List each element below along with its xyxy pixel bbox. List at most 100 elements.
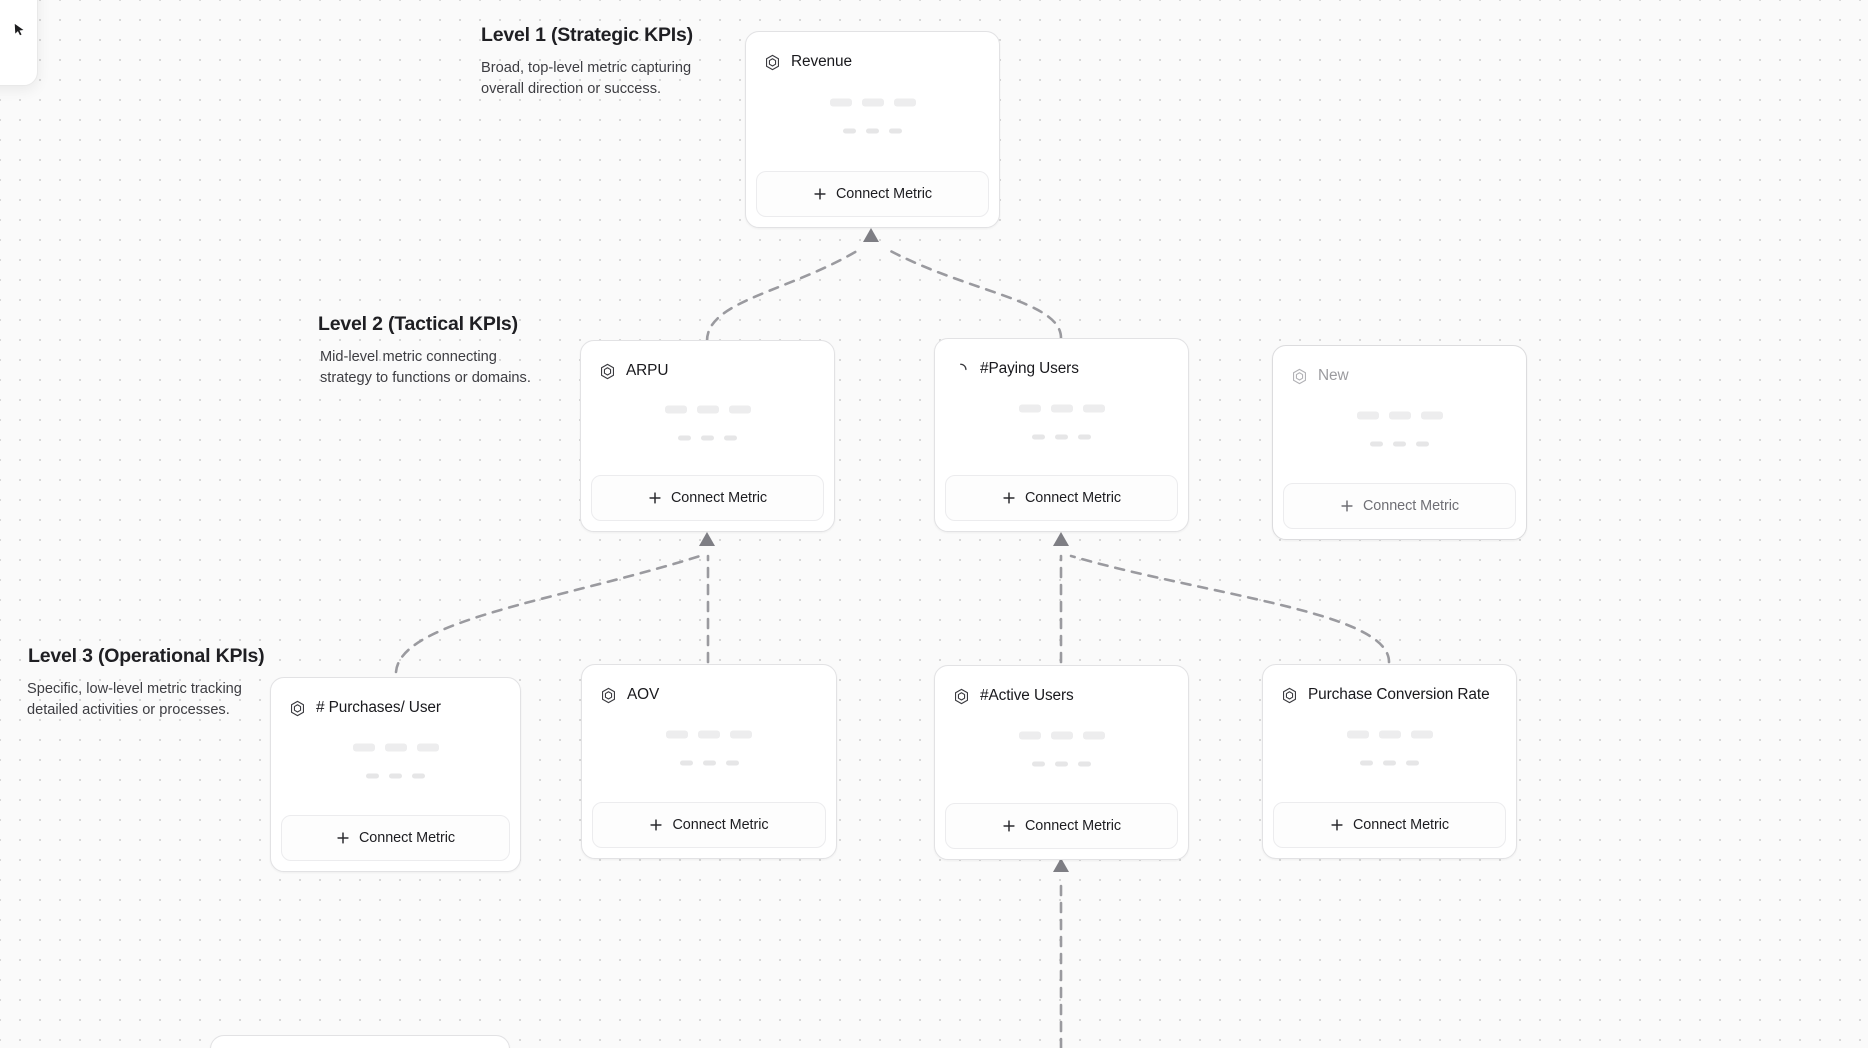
- card-body-skeleton: [1273, 390, 1526, 483]
- skeleton-row-primary: [1018, 731, 1105, 740]
- skeleton-bar: [1346, 730, 1369, 739]
- connect-metric-button[interactable]: Connect Metric: [756, 171, 989, 217]
- connect-metric-button[interactable]: Connect Metric: [1273, 802, 1506, 848]
- edge-paying-users-to-revenue: [883, 246, 1063, 340]
- card-title: New: [1318, 367, 1349, 384]
- arrowhead-active-users: [1053, 858, 1069, 872]
- skeleton-bar: [679, 760, 693, 766]
- plus-icon: [814, 188, 826, 200]
- plus-icon: [1003, 492, 1015, 504]
- skeleton-row-primary: [1346, 730, 1433, 739]
- card-title: Revenue: [791, 53, 852, 70]
- connect-metric-label: Connect Metric: [670, 490, 768, 506]
- level-3-title: Level 3 (Operational KPIs): [28, 645, 265, 667]
- level-3-desc-line-2: detailed activities or processes.: [27, 701, 230, 718]
- skeleton-bar: [1420, 411, 1443, 420]
- card-body-skeleton: [935, 383, 1188, 475]
- skeleton-bar: [1383, 760, 1396, 766]
- skeleton-bar: [861, 98, 884, 107]
- card-title: AOV: [627, 686, 660, 703]
- card-body-skeleton: [746, 76, 999, 171]
- level-3-block: Level 3 (Operational KPIs) Specific, low…: [27, 645, 265, 721]
- card-header: Purchase Conversion Rate: [1263, 665, 1516, 709]
- level-3-description: Specific, low-level metric tracking deta…: [27, 679, 257, 721]
- skeleton-bar: [666, 730, 688, 739]
- plus-icon: [337, 832, 349, 844]
- metric-card-arpu[interactable]: ARPU Connect Metric: [580, 340, 835, 532]
- skeleton-bar: [829, 98, 852, 107]
- plus-icon: [649, 492, 661, 504]
- skeleton-bar: [893, 98, 916, 107]
- edge-arpu-to-revenue: [705, 246, 864, 343]
- connect-metric-button[interactable]: Connect Metric: [592, 802, 826, 848]
- skeleton-row-secondary: [843, 128, 902, 134]
- card-body-skeleton: [1263, 709, 1516, 802]
- skeleton-bar: [416, 743, 439, 752]
- card-title: #Paying Users: [980, 360, 1079, 377]
- connect-metric-label: Connect Metric: [1362, 498, 1460, 514]
- card-header: New: [1273, 346, 1526, 390]
- skeleton-bar: [1082, 404, 1105, 413]
- loading-spinner-icon: [960, 363, 967, 370]
- skeleton-row-secondary: [1360, 760, 1419, 766]
- skeleton-bar: [1393, 441, 1406, 447]
- skeleton-row-secondary: [1032, 761, 1091, 767]
- level-2-title: Level 2 (Tactical KPIs): [318, 313, 518, 335]
- card-body-skeleton: [582, 709, 836, 802]
- connect-metric-button[interactable]: Connect Metric: [945, 475, 1178, 521]
- plus-icon: [650, 819, 663, 831]
- connect-metric-button[interactable]: Connect Metric: [591, 475, 824, 521]
- metric-card-partial-offscreen[interactable]: [210, 1035, 510, 1048]
- skeleton-row-primary: [1018, 404, 1105, 413]
- metric-card-new[interactable]: New Connect Metric: [1272, 345, 1527, 540]
- metric-card-purchase-conversion-rate[interactable]: Purchase Conversion Rate Connect Me: [1262, 664, 1517, 859]
- skeleton-bar: [696, 405, 719, 414]
- skeleton-bar: [366, 773, 379, 779]
- skeleton-bar: [1032, 434, 1045, 440]
- card-title: Purchase Conversion Rate: [1308, 686, 1490, 703]
- metric-card-aov[interactable]: AOV Connect Metric: [581, 664, 837, 859]
- skeleton-row-secondary: [1370, 441, 1429, 447]
- metric-card-active-users[interactable]: #Active Users Connect Metric: [934, 665, 1189, 860]
- card-body-skeleton: [581, 385, 834, 475]
- level-1-title: Level 1 (Strategic KPIs): [481, 24, 693, 46]
- skeleton-bar: [1055, 434, 1068, 440]
- floating-toolbar[interactable]: [0, 0, 38, 86]
- skeleton-placeholder: [935, 731, 1188, 767]
- skeleton-row-primary: [1356, 411, 1443, 420]
- skeleton-bar: [678, 435, 691, 441]
- connect-metric-button[interactable]: Connect Metric: [945, 803, 1178, 849]
- connect-metric-button[interactable]: Connect Metric: [281, 815, 510, 861]
- skeleton-placeholder: [1273, 411, 1526, 447]
- skeleton-bar: [1018, 731, 1041, 740]
- skeleton-row-primary: [829, 98, 916, 107]
- skeleton-placeholder: [581, 405, 834, 441]
- plus-icon: [1003, 820, 1015, 832]
- skeleton-bar: [384, 743, 407, 752]
- metric-card-paying-users[interactable]: #Paying Users Connect Metric: [934, 338, 1189, 532]
- skeleton-bar: [1378, 730, 1401, 739]
- hexagon-target-icon: [1282, 687, 1297, 703]
- hexagon-target-icon: [765, 54, 780, 70]
- connect-metric-label: Connect Metric: [358, 830, 456, 846]
- hexagon-target-icon: [601, 687, 616, 703]
- card-title: #Active Users: [980, 687, 1074, 704]
- skeleton-bar: [1416, 441, 1429, 447]
- metric-card-purchases-per-user[interactable]: # Purchases/ User Connect Metric: [270, 677, 521, 872]
- skeleton-bar: [1055, 761, 1068, 767]
- level-2-block: Level 2 (Tactical KPIs) Mid-level metric…: [318, 313, 531, 389]
- arrowhead-arpu: [699, 532, 715, 546]
- metric-card-revenue[interactable]: Revenue Connect Metric: [745, 31, 1000, 228]
- card-header: # Purchases/ User: [271, 678, 520, 722]
- skeleton-bar: [889, 128, 902, 134]
- skeleton-bar: [702, 760, 716, 766]
- card-header: #Paying Users: [935, 339, 1188, 383]
- card-header: Revenue: [746, 32, 999, 76]
- skeleton-bar: [701, 435, 714, 441]
- skeleton-bar: [866, 128, 879, 134]
- level-2-desc-line-1: Mid-level metric connecting: [320, 349, 497, 365]
- connect-metric-button[interactable]: Connect Metric: [1283, 483, 1516, 529]
- skeleton-bar: [1360, 760, 1373, 766]
- card-body-skeleton: [271, 722, 520, 815]
